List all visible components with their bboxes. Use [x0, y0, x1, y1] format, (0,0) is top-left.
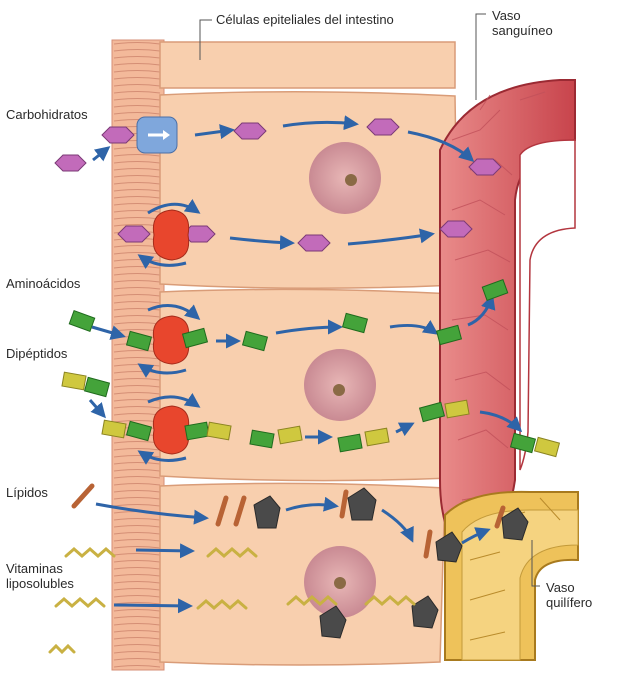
label-blood-vessel: Vaso sanguíneo: [492, 8, 553, 38]
label-dipeptides: Dipéptidos: [6, 346, 67, 361]
label-epithelial-cells: Células epiteliales del intestino: [216, 12, 394, 27]
nucleus: [309, 142, 381, 214]
glut-transporter: [137, 117, 177, 153]
transporter: [153, 406, 188, 454]
epithelial-cell-1: [160, 92, 458, 289]
epithelial-cell-3: [160, 483, 445, 665]
amino-acid: [85, 377, 110, 396]
carbohydrate: [55, 155, 86, 171]
label-amino-acids: Aminoácidos: [6, 276, 80, 291]
cotransporters: [153, 210, 188, 454]
transporter: [153, 316, 188, 364]
label-lymph-vessel: Vaso quilífero: [546, 580, 592, 610]
label-fat-soluble-vitamins: Vitaminas liposolubles: [6, 561, 74, 591]
vitamin: [50, 646, 74, 652]
vitamin: [66, 549, 114, 556]
amino-acid: [69, 311, 94, 332]
transporter: [153, 210, 188, 260]
lipid: [74, 486, 92, 506]
label-carbohydrates: Carbohidratos: [6, 107, 88, 122]
epithelial-cell-top: [160, 42, 455, 88]
label-lipids: Lípidos: [6, 485, 48, 500]
vitamin: [56, 599, 104, 606]
